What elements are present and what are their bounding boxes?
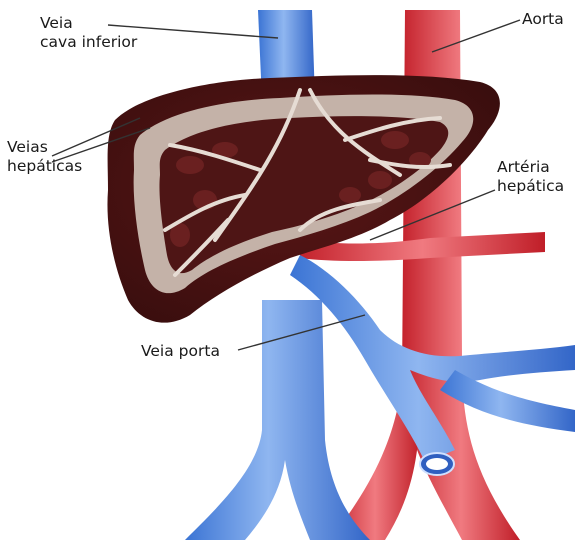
label-vena-cava: Veia cava inferior <box>40 14 137 52</box>
label-aorta: Aorta <box>522 10 564 29</box>
label-hepatic-artery: Artéria hepática <box>497 158 564 196</box>
label-portal-vein: Veia porta <box>141 342 220 361</box>
label-hepatic-veins: Veias hepáticas <box>7 138 82 176</box>
